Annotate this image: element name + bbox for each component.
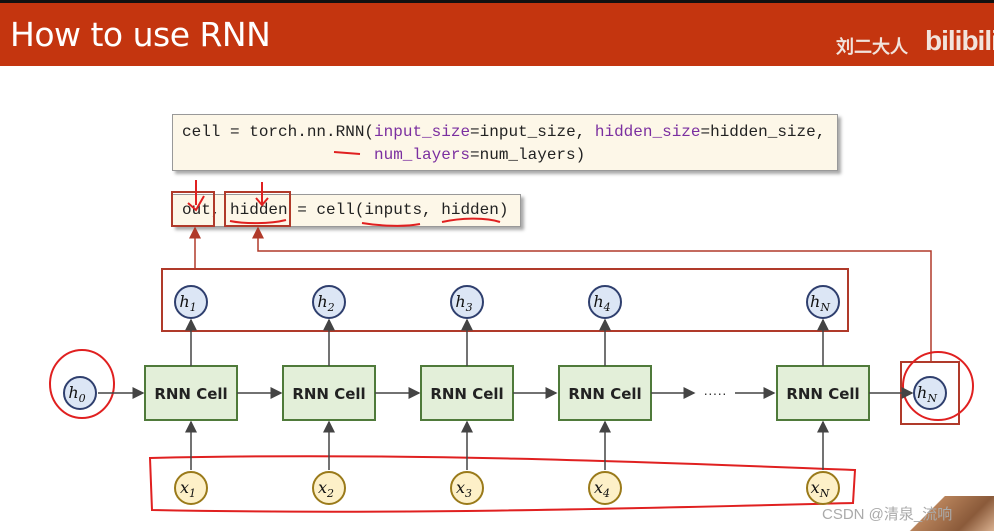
author-label: 刘二大人 — [836, 37, 908, 57]
variable: h — [179, 292, 189, 311]
code-block-rnn-constructor: cell = torch.nn.RNN(input_size=input_siz… — [172, 114, 838, 171]
subscript: N — [819, 301, 830, 314]
code-keyword: input_size — [374, 123, 471, 141]
slide-title: How to use RNN — [10, 15, 271, 54]
hidden-output-node-label: h2 — [317, 292, 334, 314]
out-highlight-box — [171, 191, 215, 227]
hn-final-node-label: hN — [917, 383, 937, 405]
slide-header: How to use RNN 刘二大人 bilibili — [0, 3, 994, 66]
rnn-cell-label: RNN Cell — [154, 385, 227, 403]
hidden-output-node — [174, 285, 208, 319]
input-node-label: x2 — [318, 478, 334, 500]
rnn-cell — [144, 365, 238, 421]
hidden-output-node — [312, 285, 346, 319]
code-line-1: cell = torch.nn.RNN(input_size=input_siz… — [182, 123, 825, 141]
input-node — [450, 471, 484, 505]
code-text: =input_size, — [470, 123, 595, 141]
rnn-cell — [558, 365, 652, 421]
bilibili-logo: bilibili — [925, 25, 994, 56]
variable: x — [811, 478, 820, 497]
variable: h — [917, 383, 927, 402]
input-node — [806, 471, 840, 505]
variable: x — [456, 478, 465, 497]
subscript: N — [926, 392, 937, 405]
input-node-label: x3 — [456, 478, 472, 500]
input-node — [174, 471, 208, 505]
hidden-feedback-arrow — [252, 226, 932, 362]
code-text: =num_layers) — [470, 146, 586, 164]
variable: x — [180, 478, 189, 497]
ellipsis: ····· — [703, 385, 726, 401]
rnn-cell-label: RNN Cell — [786, 385, 859, 403]
code-line-2: num_layers=num_layers) — [374, 146, 585, 164]
subscript: 3 — [465, 487, 472, 500]
subscript: 1 — [190, 301, 197, 314]
input-node — [588, 471, 622, 505]
subscript: 2 — [327, 301, 335, 314]
watermark: CSDN @清泉_流响 — [822, 506, 953, 523]
h0-node-label: h0 — [68, 383, 85, 405]
subscript: 1 — [189, 487, 196, 500]
hidden-output-node — [450, 285, 484, 319]
subscript: 3 — [466, 301, 473, 314]
h0-node — [63, 376, 97, 410]
code-keyword: hidden_size — [594, 123, 701, 141]
code-text: =hidden_size, — [700, 123, 826, 141]
code-keyword: num_layers — [374, 146, 471, 164]
rnn-cell — [420, 365, 514, 421]
code-block-cell-call: out, hidden = cell(inputs, hidden) — [172, 194, 521, 227]
rnn-cell-label: RNN Cell — [430, 385, 503, 403]
hn-handdrawn-circle — [902, 351, 974, 421]
hidden-output-node — [588, 285, 622, 319]
hidden-output-node-label: h1 — [179, 292, 196, 314]
variable: h — [317, 292, 327, 311]
outputs-highlight-box — [161, 268, 849, 332]
variable: h — [455, 292, 465, 311]
hidden-output-node-label: h4 — [593, 292, 610, 314]
input-node-label: x1 — [180, 478, 196, 500]
hidden-highlight-box — [224, 191, 291, 227]
rnn-underline — [333, 151, 361, 155]
subscript: N — [819, 487, 830, 500]
subscript: 0 — [79, 392, 86, 405]
code-text: cell = torch.nn.RNN( — [182, 123, 375, 141]
variable: h — [68, 383, 78, 402]
input-node-label: x4 — [594, 478, 610, 500]
h0-handdrawn-circle — [49, 349, 115, 419]
webcam-overlay — [908, 496, 994, 531]
hidden-output-node — [806, 285, 840, 319]
rnn-cell — [776, 365, 870, 421]
variable: h — [810, 292, 820, 311]
top-bar — [0, 0, 994, 3]
hn-final-node — [913, 376, 947, 410]
inputs-handdrawn-box — [148, 455, 857, 513]
variable: h — [593, 292, 603, 311]
code-underlines — [229, 217, 501, 227]
rnn-cell-label: RNN Cell — [292, 385, 365, 403]
input-node-label: xN — [811, 478, 830, 500]
hidden-output-node-label: hN — [810, 292, 830, 314]
variable: x — [594, 478, 603, 497]
input-node — [312, 471, 346, 505]
subscript: 4 — [603, 301, 611, 314]
code-line-call: out, hidden = cell(inputs, hidden) — [182, 201, 509, 219]
hidden-output-node-label: h3 — [455, 292, 472, 314]
rnn-cell-label: RNN Cell — [568, 385, 641, 403]
variable: x — [318, 478, 327, 497]
subscript: 4 — [602, 487, 610, 500]
handdrawn-check-arrows — [187, 180, 269, 212]
subscript: 2 — [326, 487, 334, 500]
